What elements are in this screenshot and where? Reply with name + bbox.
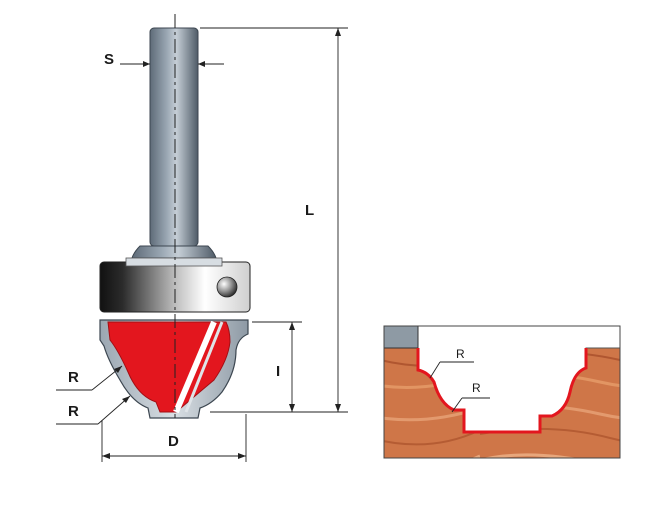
shank-collar: [131, 245, 217, 259]
label-r-upper: R: [68, 369, 79, 386]
shank: [149, 27, 199, 247]
label-l: L: [305, 202, 314, 219]
dimensions: S L I D R R: [56, 27, 348, 462]
wood-profile: R R: [383, 325, 621, 459]
label-s: S: [104, 51, 114, 68]
bearing: [99, 257, 251, 313]
label-d: D: [168, 433, 179, 450]
label-r-lower: R: [68, 403, 79, 420]
cutter-blade: [107, 321, 231, 413]
router-bit: [99, 14, 251, 419]
wood-cap: [383, 325, 419, 349]
label-profile-r-upper: R: [456, 347, 465, 361]
label-profile-r-lower: R: [472, 381, 481, 395]
bearing-ball-icon: [216, 276, 238, 298]
label-i: I: [276, 363, 280, 380]
